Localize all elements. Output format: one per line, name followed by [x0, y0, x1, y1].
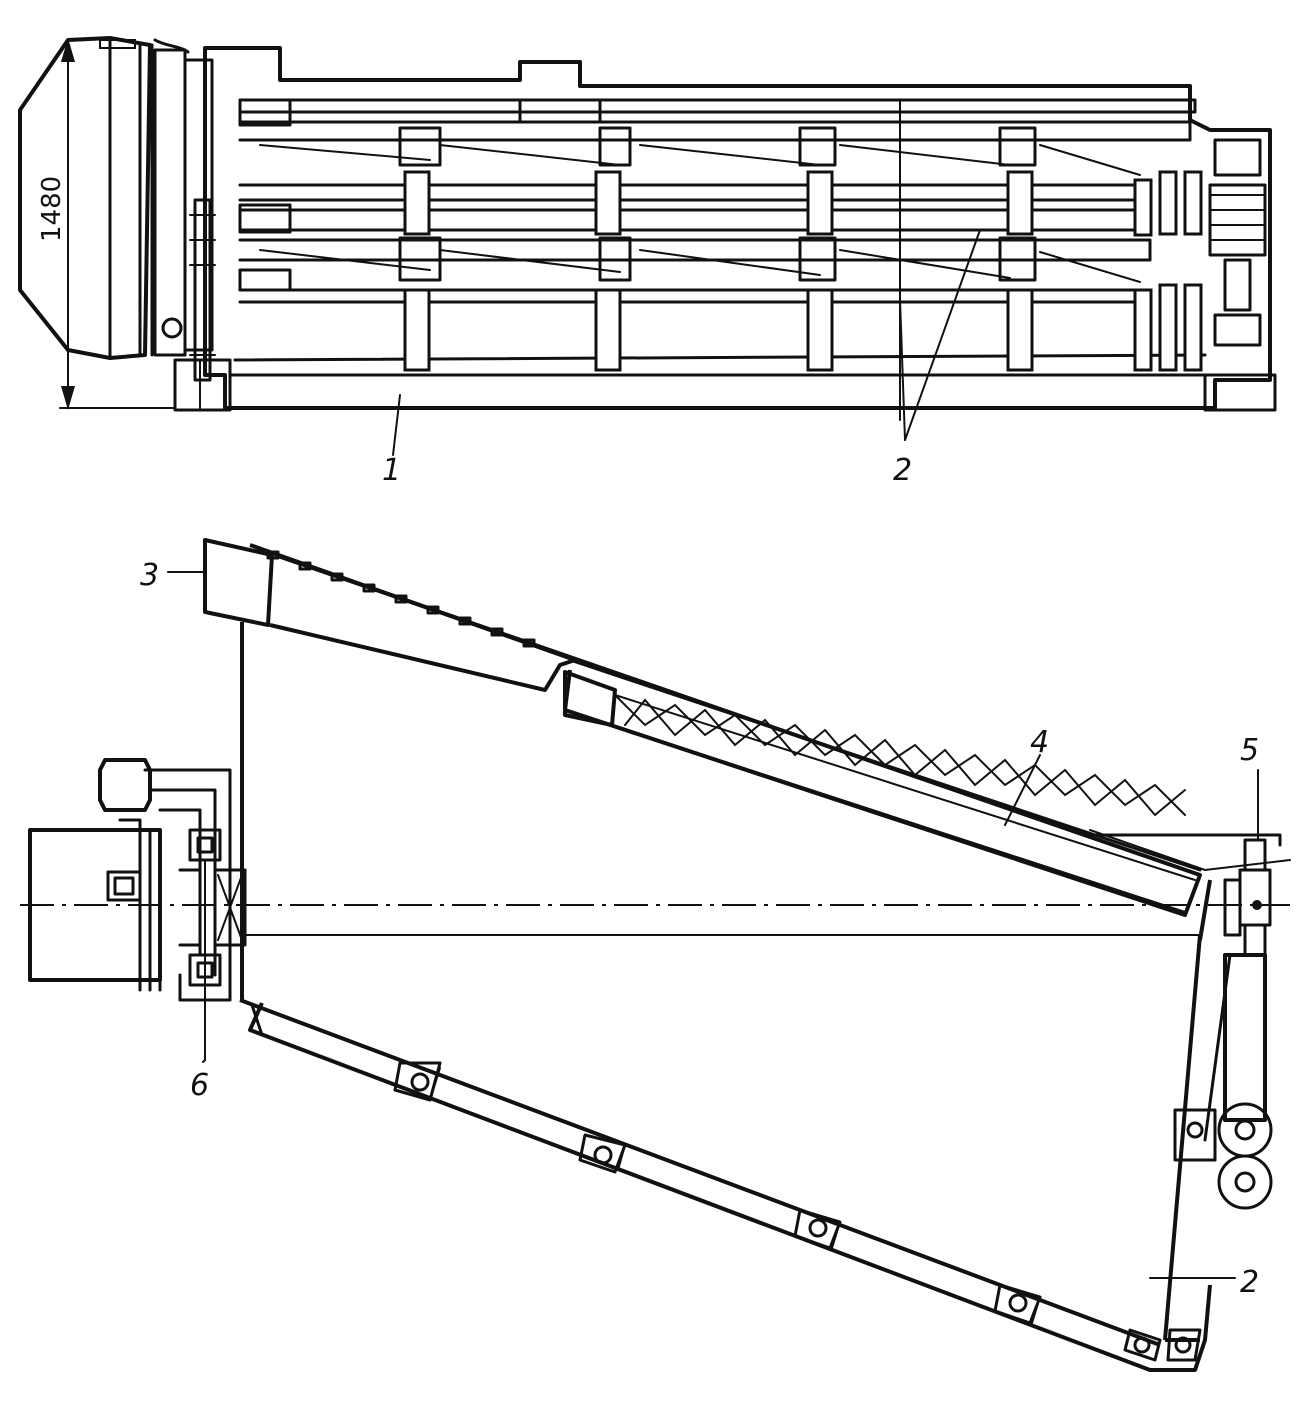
label-4: 4 — [1030, 725, 1049, 760]
plan-view: 3 4 5 6 2 — [20, 538, 1291, 1372]
right-tensioner-assembly — [1173, 838, 1273, 1210]
dimension-1480: 1480 — [37, 38, 176, 410]
plan-view-labels: 3 4 5 6 2 — [140, 558, 1259, 1300]
label-6: 6 — [190, 1068, 209, 1103]
label-5: 5 — [1240, 733, 1259, 768]
inclined-screw-conveyor — [203, 538, 1291, 917]
screw-flight-slots — [266, 550, 536, 648]
support-posts — [403, 170, 1203, 372]
label-2-bottom: 2 — [1240, 1265, 1259, 1300]
side-elevation-view: 1480 — [18, 36, 1277, 488]
label-2-top: 2 — [893, 453, 912, 488]
top-view-labels: 1 2 — [382, 229, 981, 488]
right-drive-unit — [1203, 138, 1277, 412]
left-drive-assembly — [28, 758, 247, 1061]
label-1: 1 — [382, 453, 401, 488]
label-3: 3 — [140, 558, 159, 593]
frame-bolts — [250, 1003, 1202, 1362]
dimension-text-1480: 1480 — [37, 176, 67, 242]
main-frame — [203, 46, 1272, 421]
